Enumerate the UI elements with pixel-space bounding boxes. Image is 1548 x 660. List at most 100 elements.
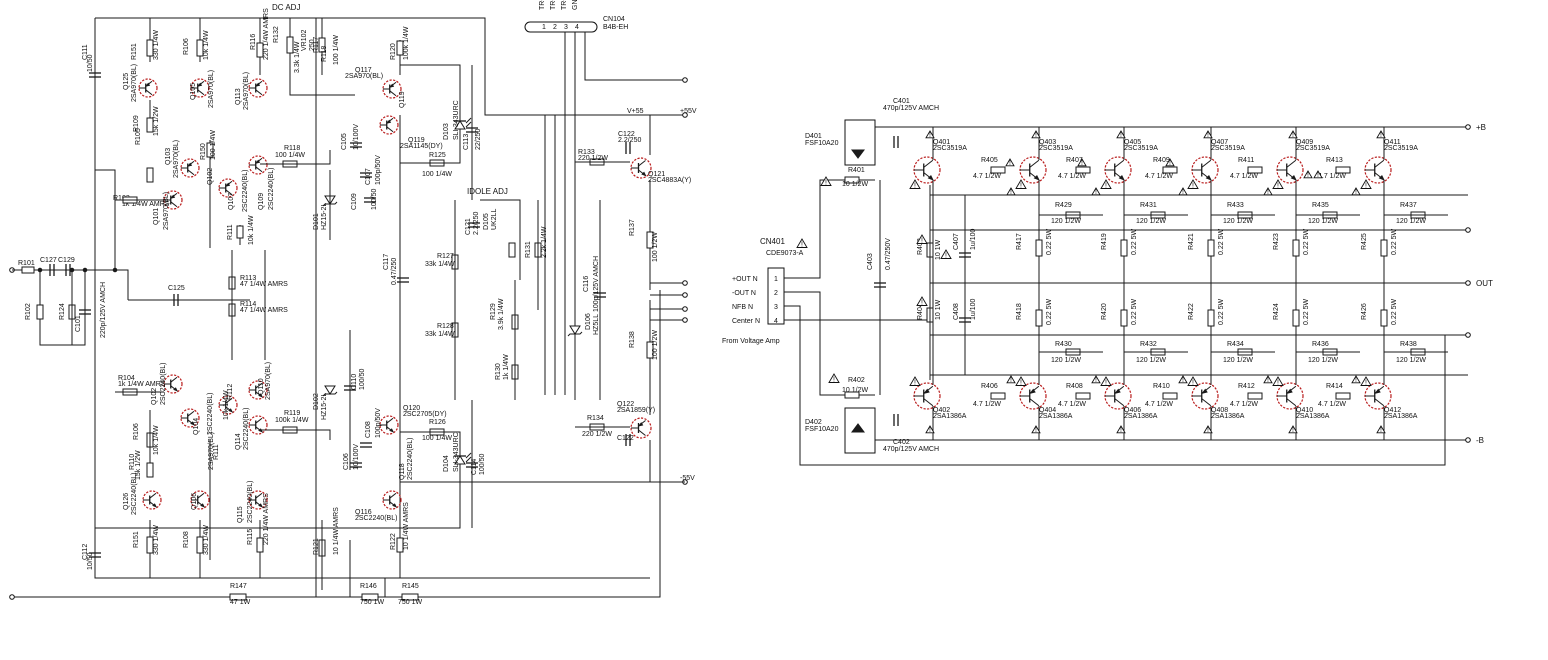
component-label: R151 [131, 43, 138, 60]
npn-transistor [630, 157, 652, 179]
warning-icon: ! [914, 380, 916, 387]
resistor [286, 36, 294, 54]
output-transistor-part: 2SA1386A [933, 413, 967, 420]
component-label: R425 [1361, 233, 1368, 250]
capacitor [364, 197, 376, 203]
npn-transistor [163, 374, 183, 394]
component-label: R112 [227, 384, 234, 400]
component-label: R431 [1140, 202, 1157, 209]
warning-icon: ! [1380, 132, 1382, 139]
component-label: D103 [443, 123, 450, 140]
component-label: 220 1/4W AMRS [263, 493, 270, 545]
warning-icon [925, 425, 935, 434]
component-label: 0.22 5W [1218, 229, 1225, 255]
warning-icon: ! [1105, 183, 1107, 190]
component-label: 2.2/250 [618, 137, 641, 144]
output-transistor-part: 2SC3519A [1124, 145, 1158, 152]
component-label: R114 [240, 301, 256, 308]
component-label: Q119 [399, 91, 406, 108]
warning-icon [1360, 179, 1372, 189]
component-label: 10k 1/4W [153, 425, 160, 455]
component-label: 120 1/2W [1136, 218, 1166, 225]
component-label: 10/50 [87, 54, 94, 72]
warning-icon: ! [1192, 380, 1194, 387]
component-label: 4.7 1/2W [1145, 401, 1173, 408]
component-label: 0.22 5W [1131, 229, 1138, 255]
warning-icon [1351, 187, 1361, 196]
terminal [1465, 227, 1471, 233]
rail-label-plus55v: +55V [680, 108, 697, 115]
component-label: 2SC2705(DY) [403, 411, 447, 418]
component-label: 10k 1/4W [248, 215, 255, 245]
npn-transistor [248, 380, 268, 400]
component-label: C105 [341, 133, 348, 150]
capacitor [49, 264, 55, 276]
pnp-transistor [379, 115, 399, 135]
warning-icon [1187, 376, 1199, 386]
warning-icon [940, 249, 952, 259]
component-label: Q119 [408, 137, 425, 144]
component-label: R125 [429, 152, 446, 159]
resistor [196, 39, 204, 57]
warning-icon [1288, 130, 1298, 139]
warning-icon [1288, 425, 1298, 434]
component-label: 0.22 5W [1131, 299, 1138, 325]
output-transistor-part: 2SA1386A [1211, 413, 1245, 420]
component-label: Q102 [207, 168, 214, 185]
component-label: R118 [284, 145, 300, 152]
terminal [9, 594, 15, 600]
pnp-transistor [382, 79, 402, 99]
warning-icon: ! [929, 132, 931, 139]
pnp-transistor [163, 190, 183, 210]
output-transistor-ref: Q404 [1039, 407, 1056, 414]
component-label: 1k 1/4W AMRS [118, 381, 166, 388]
resistor [1075, 166, 1091, 174]
warning-icon: ! [921, 300, 923, 307]
resistor [236, 225, 244, 239]
pnp-transistor [913, 382, 941, 410]
capacitor [360, 172, 372, 178]
component-label: R106 [133, 423, 140, 440]
component-label: HZ5LL [593, 314, 600, 335]
capacitor [397, 277, 409, 283]
resistor [146, 462, 154, 478]
warning-icon [1015, 179, 1027, 189]
component-label: C113 [463, 134, 470, 150]
component-label: R126 [429, 419, 446, 426]
component-label: R401 [848, 167, 865, 174]
resistor [256, 42, 264, 58]
warning-icon: ! [1355, 189, 1357, 196]
warning-icon [1100, 376, 1112, 386]
resistor [1380, 239, 1388, 257]
warning-icon [909, 376, 921, 386]
pnp-transistor [138, 78, 158, 98]
component-label: 1k 1/4W AMRS [122, 201, 170, 208]
component-label: 15k 1/2W [153, 106, 160, 136]
output-transistor-part: 2SC3519A [1384, 145, 1418, 152]
component-label: HZ15-2L [321, 393, 328, 420]
connector-pin-name: TR-C [561, 0, 568, 10]
warning-icon [1263, 375, 1273, 384]
pnp-transistor [180, 158, 200, 178]
component-label: 120 1/2W [1136, 357, 1166, 364]
connector-pin-number: 4 [575, 24, 579, 31]
component-label: 2SC2240(BL) [242, 170, 249, 212]
capacitor [360, 442, 372, 448]
component-label: 47 1W [230, 599, 251, 606]
component-label: R134 [587, 415, 604, 422]
component-label: 470p/125V AMCH [883, 446, 939, 453]
component-label: R109 [133, 115, 140, 132]
d401-diode-symbol [851, 149, 865, 159]
component-label: R410 [1153, 383, 1170, 390]
resistor [1292, 239, 1300, 257]
component-label: 100/50 [371, 188, 378, 210]
component-label: 4.7 1/2W [973, 401, 1001, 408]
component-label: Q115 [237, 506, 244, 523]
warning-icon: ! [1380, 427, 1382, 434]
component-label: R120 [390, 43, 397, 60]
resistor [646, 231, 654, 249]
terminal [682, 77, 688, 83]
warning-icon: ! [1009, 160, 1011, 167]
cn401-connector [767, 267, 785, 325]
component-label: Q120 [403, 405, 420, 412]
